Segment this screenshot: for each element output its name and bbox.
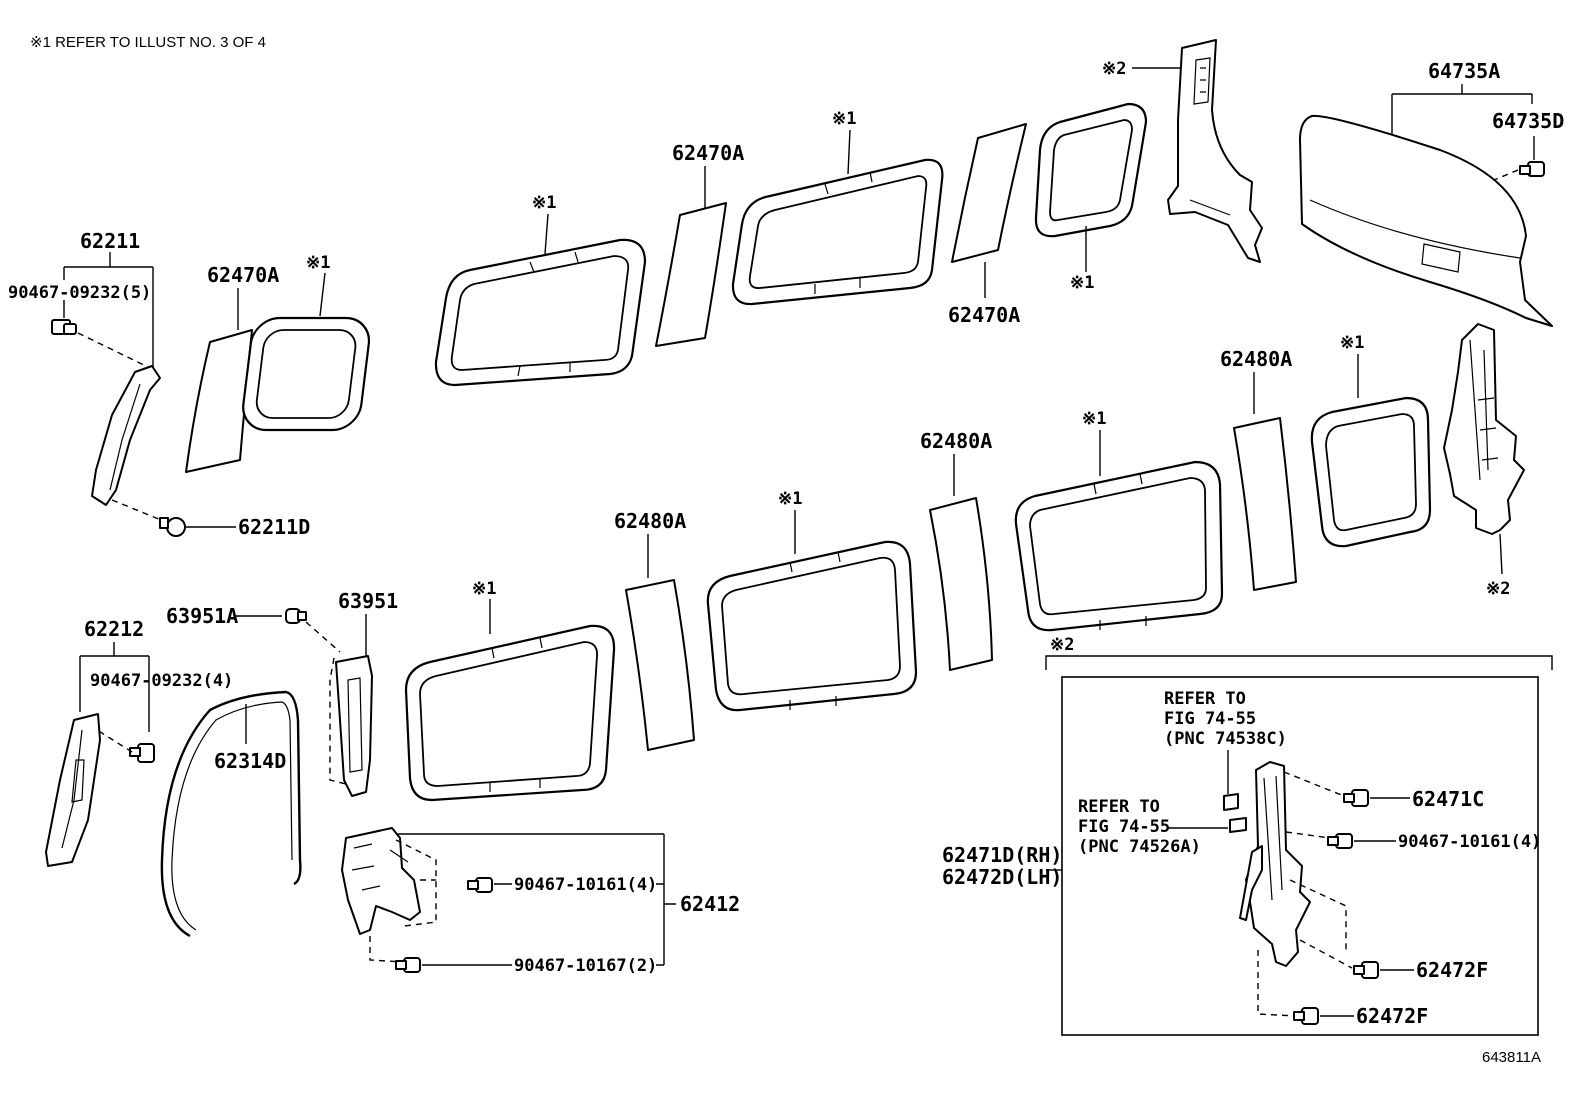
- clip-90467-10161-a: [467, 877, 493, 893]
- label-62480A-2: 62480A: [920, 429, 992, 453]
- window-ring-lower-1: [404, 624, 616, 802]
- quarter-pillar-upper: [1167, 39, 1263, 263]
- label-62211D: 62211D: [238, 515, 310, 539]
- window-ring-lower-4: [1310, 396, 1432, 548]
- group-62212: 62212 90467-09232(4): [45, 617, 233, 867]
- panel-62470A-mid: [655, 202, 727, 347]
- label-63951: 63951: [338, 589, 398, 613]
- panel-62480A-1: [625, 579, 695, 751]
- bracket-62211: [63, 252, 154, 368]
- label-63951A: 63951A: [166, 604, 238, 628]
- lower-row: ※1 62480A ※1 62480A ※1: [404, 323, 1525, 802]
- label-62480A-3: 62480A: [1220, 347, 1292, 371]
- group-62412: 90467-10161(4) 90467-10167(2) 62412: [341, 827, 740, 976]
- label-62314D: 62314D: [214, 749, 286, 773]
- upper-row: 62470A ※1 ※1 62470A ※1: [185, 39, 1564, 473]
- window-ring-upper-4: [1034, 102, 1148, 238]
- clip-62211D: [159, 517, 186, 537]
- label-62471D-rh: 62471D(RH): [942, 843, 1062, 867]
- refer-b-line1: REFER TO: [1078, 797, 1160, 817]
- back-panel-64735A: [1299, 114, 1553, 327]
- label-62211: 62211: [80, 229, 140, 253]
- window-ring-upper-3: [731, 158, 944, 306]
- label-64735D: 64735D: [1492, 109, 1564, 133]
- mark-ring-lower-2: ※1: [778, 489, 802, 509]
- label-62471C: 62471C: [1412, 787, 1484, 811]
- panel-62480A-3: [1233, 417, 1297, 591]
- panel-62470A-right: [951, 123, 1027, 263]
- label-62470A-left: 62470A: [207, 263, 279, 287]
- pillar-62211: [91, 365, 161, 506]
- mark-pillar-upper: ※2: [1102, 59, 1126, 79]
- window-ring-upper-1: [242, 316, 371, 432]
- clip-62471C: [1343, 789, 1369, 807]
- trim-62412: [341, 827, 421, 935]
- quarter-pillar-lower: [1443, 323, 1525, 535]
- clip-63951A: [285, 608, 307, 624]
- label-62412: 62412: [680, 892, 740, 916]
- refer-b-line3: (PNC 74526A): [1078, 837, 1201, 857]
- mark-ring-upper-3: ※1: [832, 109, 856, 129]
- weatherstrip-62314D: [160, 690, 302, 938]
- label-62470A-mid: 62470A: [672, 141, 744, 165]
- mark-ring-lower-3: ※1: [1082, 409, 1106, 429]
- panel-62480A-2: [929, 497, 993, 671]
- refer-b-line2: FIG 74-55: [1078, 817, 1170, 837]
- label-62470A-right: 62470A: [948, 303, 1020, 327]
- clip-64735D: [1519, 161, 1545, 177]
- label-90467-09232-5: 90467-09232(5): [8, 283, 151, 303]
- mark-ring-lower-1: ※1: [472, 579, 496, 599]
- clip-62472F-b: [1293, 1007, 1319, 1025]
- clip-90467-09232-a: [51, 319, 77, 335]
- label-90467-10167-2: 90467-10167(2): [514, 956, 657, 976]
- label-62212: 62212: [84, 617, 144, 641]
- mark-ring-upper-2: ※1: [532, 193, 556, 213]
- clip-90467-09232-b: [129, 743, 155, 763]
- refer-a-line1: REFER TO: [1164, 689, 1246, 709]
- label-90467-10161-4-b: 90467-10161(4): [1398, 832, 1541, 852]
- label-62480A-1: 62480A: [614, 509, 686, 533]
- clip-90467-10167: [395, 957, 421, 973]
- mark-detail-box: ※2: [1050, 635, 1074, 655]
- label-90467-09232-4: 90467-09232(4): [90, 671, 233, 691]
- group-63951: 63951A 63951: [166, 589, 398, 797]
- label-90467-10161-4-a: 90467-10161(4): [514, 875, 657, 895]
- group-62211: 62211 90467-09232(5) 62211D: [8, 229, 310, 539]
- clip-62472F-a: [1353, 961, 1379, 979]
- detail-frame: [1061, 676, 1539, 1036]
- clip-90467-10161-b: [1327, 833, 1353, 849]
- refer-a-line2: FIG 74-55: [1164, 709, 1256, 729]
- mark-ring-upper-4: ※1: [1070, 273, 1094, 293]
- label-62472D-lh: 62472D(LH): [942, 865, 1062, 889]
- trim-63951: [335, 655, 373, 797]
- label-62472F-1: 62472F: [1416, 958, 1488, 982]
- label-64735A: 64735A: [1428, 59, 1500, 83]
- panel-62470A-left: [185, 329, 253, 473]
- note-refer-illust: ※1 REFER TO ILLUST NO. 3 OF 4: [30, 34, 266, 51]
- refer-a-line3: (PNC 74538C): [1164, 729, 1287, 749]
- label-62472F-2: 62472F: [1356, 1004, 1428, 1028]
- diagram-id: 643811A: [1482, 1049, 1541, 1066]
- mark-pillar-lower: ※2: [1486, 579, 1510, 599]
- detail-box-ref2: ※2 REFER TO FIG 74-55 (PNC 74538C) REFER…: [1045, 635, 1553, 1036]
- window-ring-lower-2: [706, 540, 918, 712]
- mark-ring-upper-1: ※1: [306, 253, 330, 273]
- mark-ring-lower-4: ※1: [1340, 333, 1364, 353]
- window-ring-lower-3: [1014, 460, 1224, 632]
- group-62314D: 62314D: [160, 690, 302, 938]
- window-ring-upper-2: [434, 238, 647, 387]
